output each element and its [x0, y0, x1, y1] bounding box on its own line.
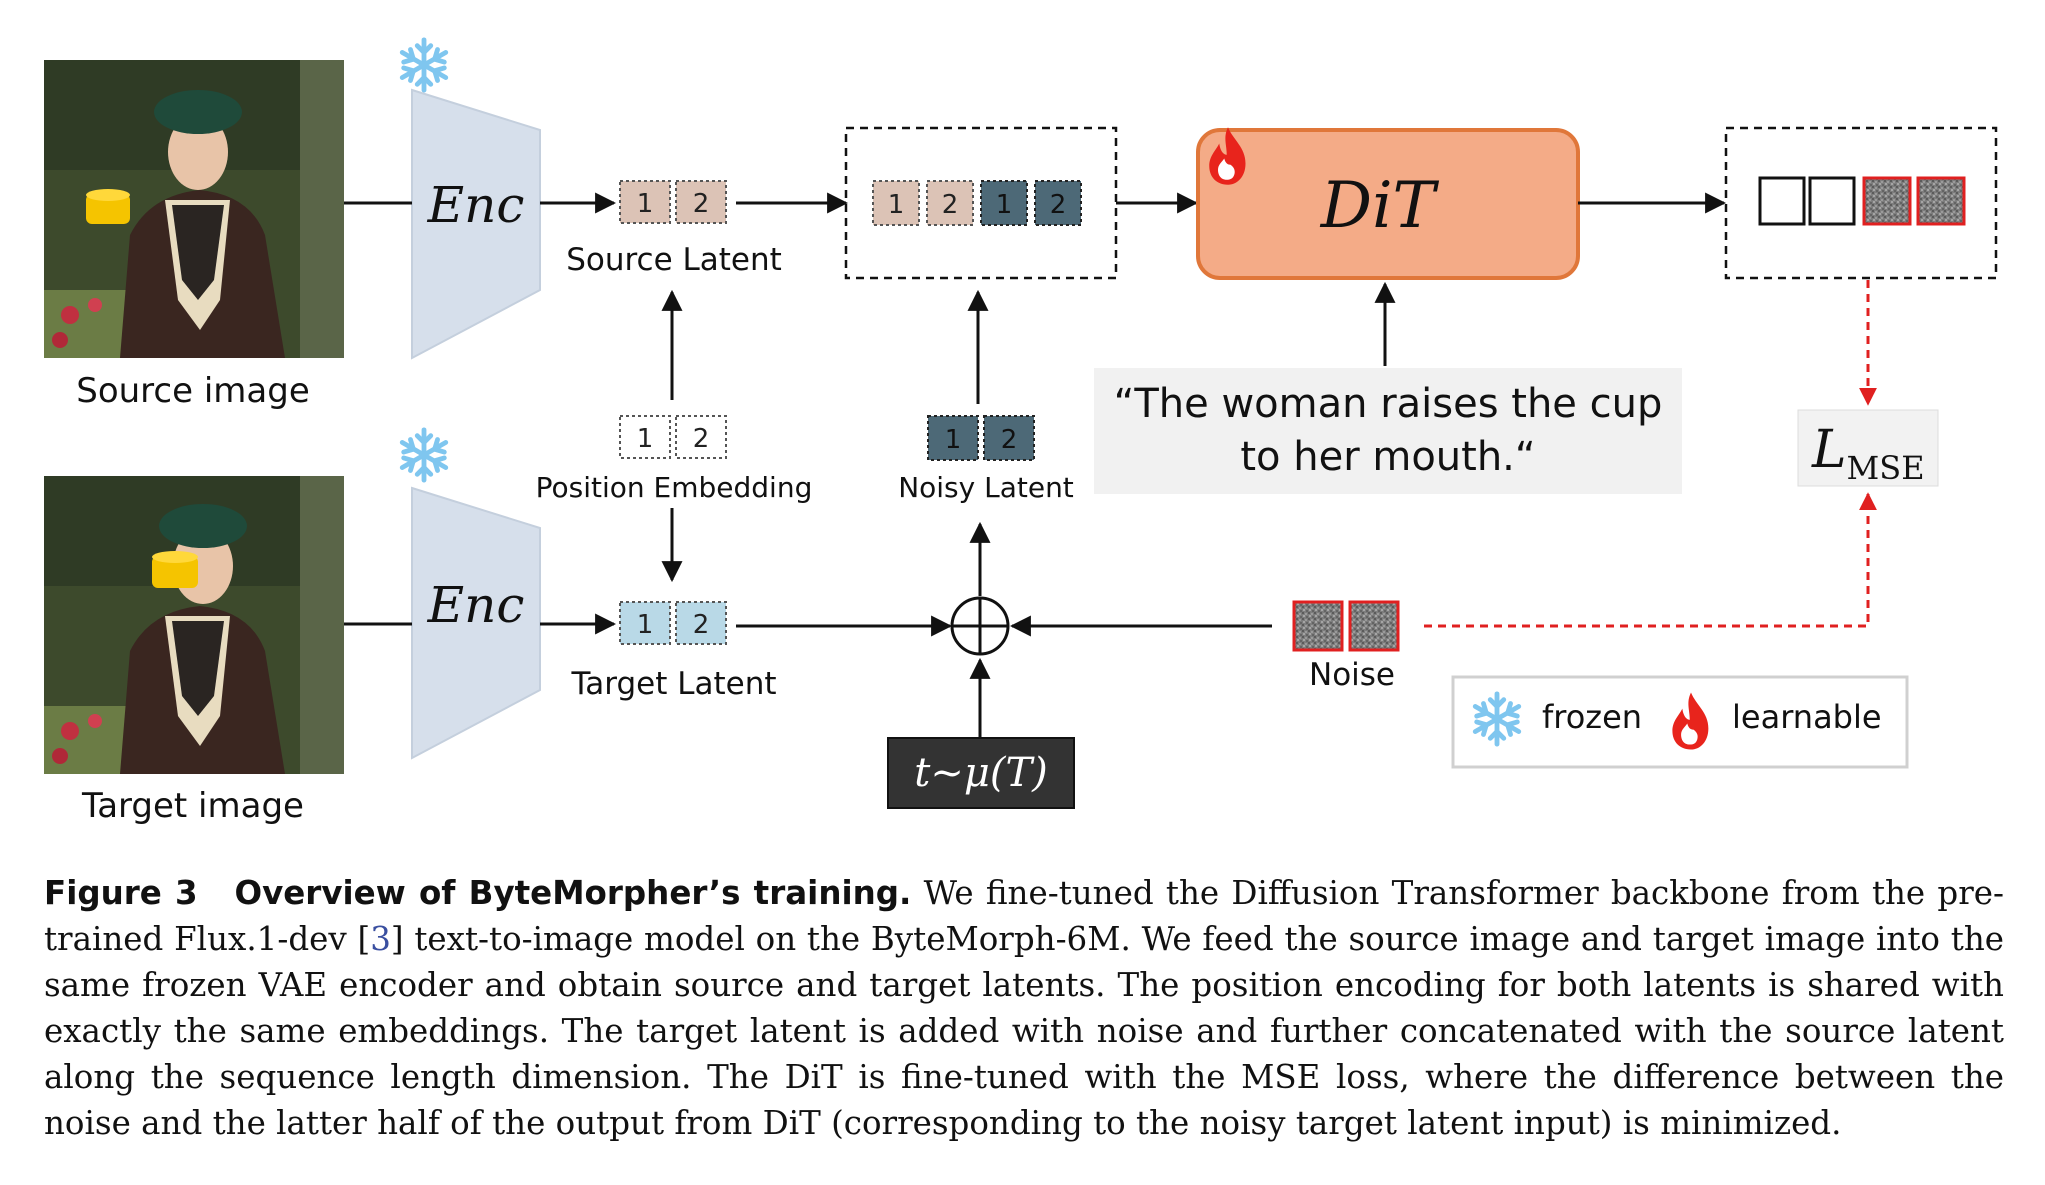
- noise-to-loss-arrow: [1424, 492, 1877, 628]
- snowflake-icon: [402, 430, 446, 480]
- noise-tokens: [1292, 600, 1400, 652]
- caption-title: Overview of ByteMorpher’s training.: [234, 874, 912, 912]
- caption-reference[interactable]: 3: [370, 920, 391, 958]
- caption-label: Figure 3: [44, 874, 198, 912]
- output-tokens: [1758, 176, 1966, 226]
- token-label: 1: [637, 610, 654, 640]
- source-image: [44, 60, 344, 358]
- target-image: [44, 476, 344, 774]
- source-encoder-label: Enc: [427, 176, 525, 234]
- prompt-line-1: “The woman raises the cup: [1114, 381, 1663, 427]
- loss-box: [1797, 409, 1939, 487]
- target-latent: 1 2: [619, 601, 727, 645]
- prompt-line-2: to her mouth.“: [1240, 434, 1535, 480]
- token-label: 2: [693, 610, 710, 640]
- target-encoder-label: Enc: [427, 576, 525, 634]
- legend-learnable-label: learnable: [1732, 698, 1882, 736]
- prompt-box: [1094, 368, 1682, 494]
- noise-label: Noise: [1309, 657, 1395, 693]
- token-label: 2: [1050, 190, 1067, 220]
- token-label: 2: [693, 189, 710, 219]
- source-image-label: Source image: [76, 371, 309, 411]
- target-latent-label: Target Latent: [570, 666, 776, 702]
- snowflake-icon: [402, 40, 446, 90]
- legend-frozen-label: frozen: [1542, 698, 1642, 736]
- token-label: 2: [1001, 425, 1018, 455]
- add-operator: [950, 596, 1010, 656]
- loss-symbol: L: [1811, 420, 1847, 480]
- noisy-latent: 1 2: [927, 415, 1035, 461]
- target-encoder: [411, 486, 541, 760]
- loss-subscript: MSE: [1847, 449, 1925, 487]
- caption-text-1: We fine-tuned the Diffusion Transformer …: [44, 874, 2004, 958]
- target-image-label: Target image: [81, 786, 304, 826]
- token-label: 1: [637, 424, 654, 454]
- token-label: 1: [637, 189, 654, 219]
- source-encoder: [411, 88, 541, 360]
- timestep-label: t~μ(T): [914, 750, 1047, 796]
- position-embedding: 1 2: [619, 415, 727, 459]
- source-latent-label: Source Latent: [566, 242, 782, 278]
- timestep-box: [887, 737, 1075, 809]
- loss-label: LMSE: [1811, 420, 1925, 487]
- figure-caption: Figure 3 Overview of ByteMorpher’s train…: [44, 870, 2004, 1146]
- token-label: 2: [942, 190, 959, 220]
- position-embedding-label: Position Embedding: [536, 471, 813, 504]
- token-label: 1: [888, 190, 905, 220]
- noisy-latent-label: Noisy Latent: [898, 471, 1074, 504]
- caption-text-2: ] text-to-image model on the ByteMorph-6…: [44, 920, 2004, 1142]
- token-label: 1: [996, 190, 1013, 220]
- concat-tokens: 1 2 1 2: [872, 180, 1082, 226]
- training-diagram: Source image Target image Enc Enc 1 2 So…: [44, 0, 1998, 826]
- token-label: 1: [945, 425, 962, 455]
- source-latent: 1 2: [619, 180, 727, 224]
- dit-label: DiT: [1320, 169, 1440, 243]
- token-label: 2: [693, 424, 710, 454]
